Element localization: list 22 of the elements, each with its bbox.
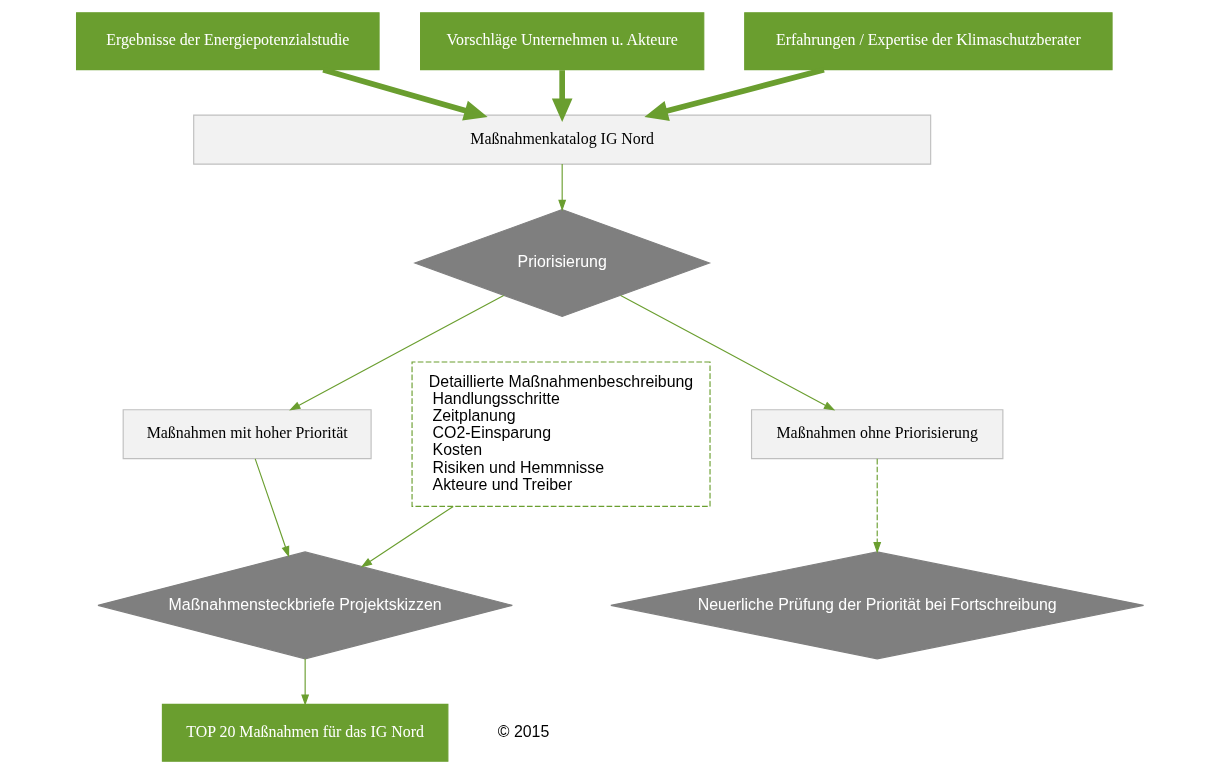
- label: © 2015: [497, 722, 549, 740]
- node-diamond: Neuerliche Prüfung der Priorität bei Fortschreibung: [609, 551, 1144, 660]
- node-box: Maßnahmenkatalog IG Nord: [192, 114, 931, 165]
- node-box: Maßnahmen ohne Priorisierung: [750, 409, 1003, 460]
- node-diamond: Maßnahmensteckbriefe Projektskizzen: [96, 551, 513, 660]
- arrow: [619, 294, 835, 411]
- node-box: Maßnahmen mit hoher Priorität: [122, 409, 372, 460]
- arrow: [557, 163, 566, 212]
- arrow: [872, 458, 881, 554]
- node-box: Erfahrungen / Expertise der Klimaschutzberater: [743, 12, 1113, 71]
- node-box: Ergebnisse der Energiepotenzialstudie: [75, 12, 380, 71]
- node-diamond: Priorisierung: [412, 208, 711, 318]
- node-box: Vorschläge Unternehmen u. Akteure: [419, 12, 704, 71]
- arrow: [321, 67, 488, 121]
- arrow: [300, 658, 309, 706]
- node-box: TOP 20 Maßnahmen für das IG Nord: [161, 703, 448, 762]
- arrow: [254, 458, 289, 558]
- arrow: [360, 505, 454, 568]
- arrow: [551, 70, 572, 123]
- node-box: Detaillierte Maßnahmenbeschreibung Handlungsschritte Zeitplanung CO2-Einsparung Kosten Risiken und Hemmnisse Akteure und Treiber: [411, 361, 711, 507]
- arrow: [643, 67, 825, 121]
- arrow: [288, 294, 504, 411]
